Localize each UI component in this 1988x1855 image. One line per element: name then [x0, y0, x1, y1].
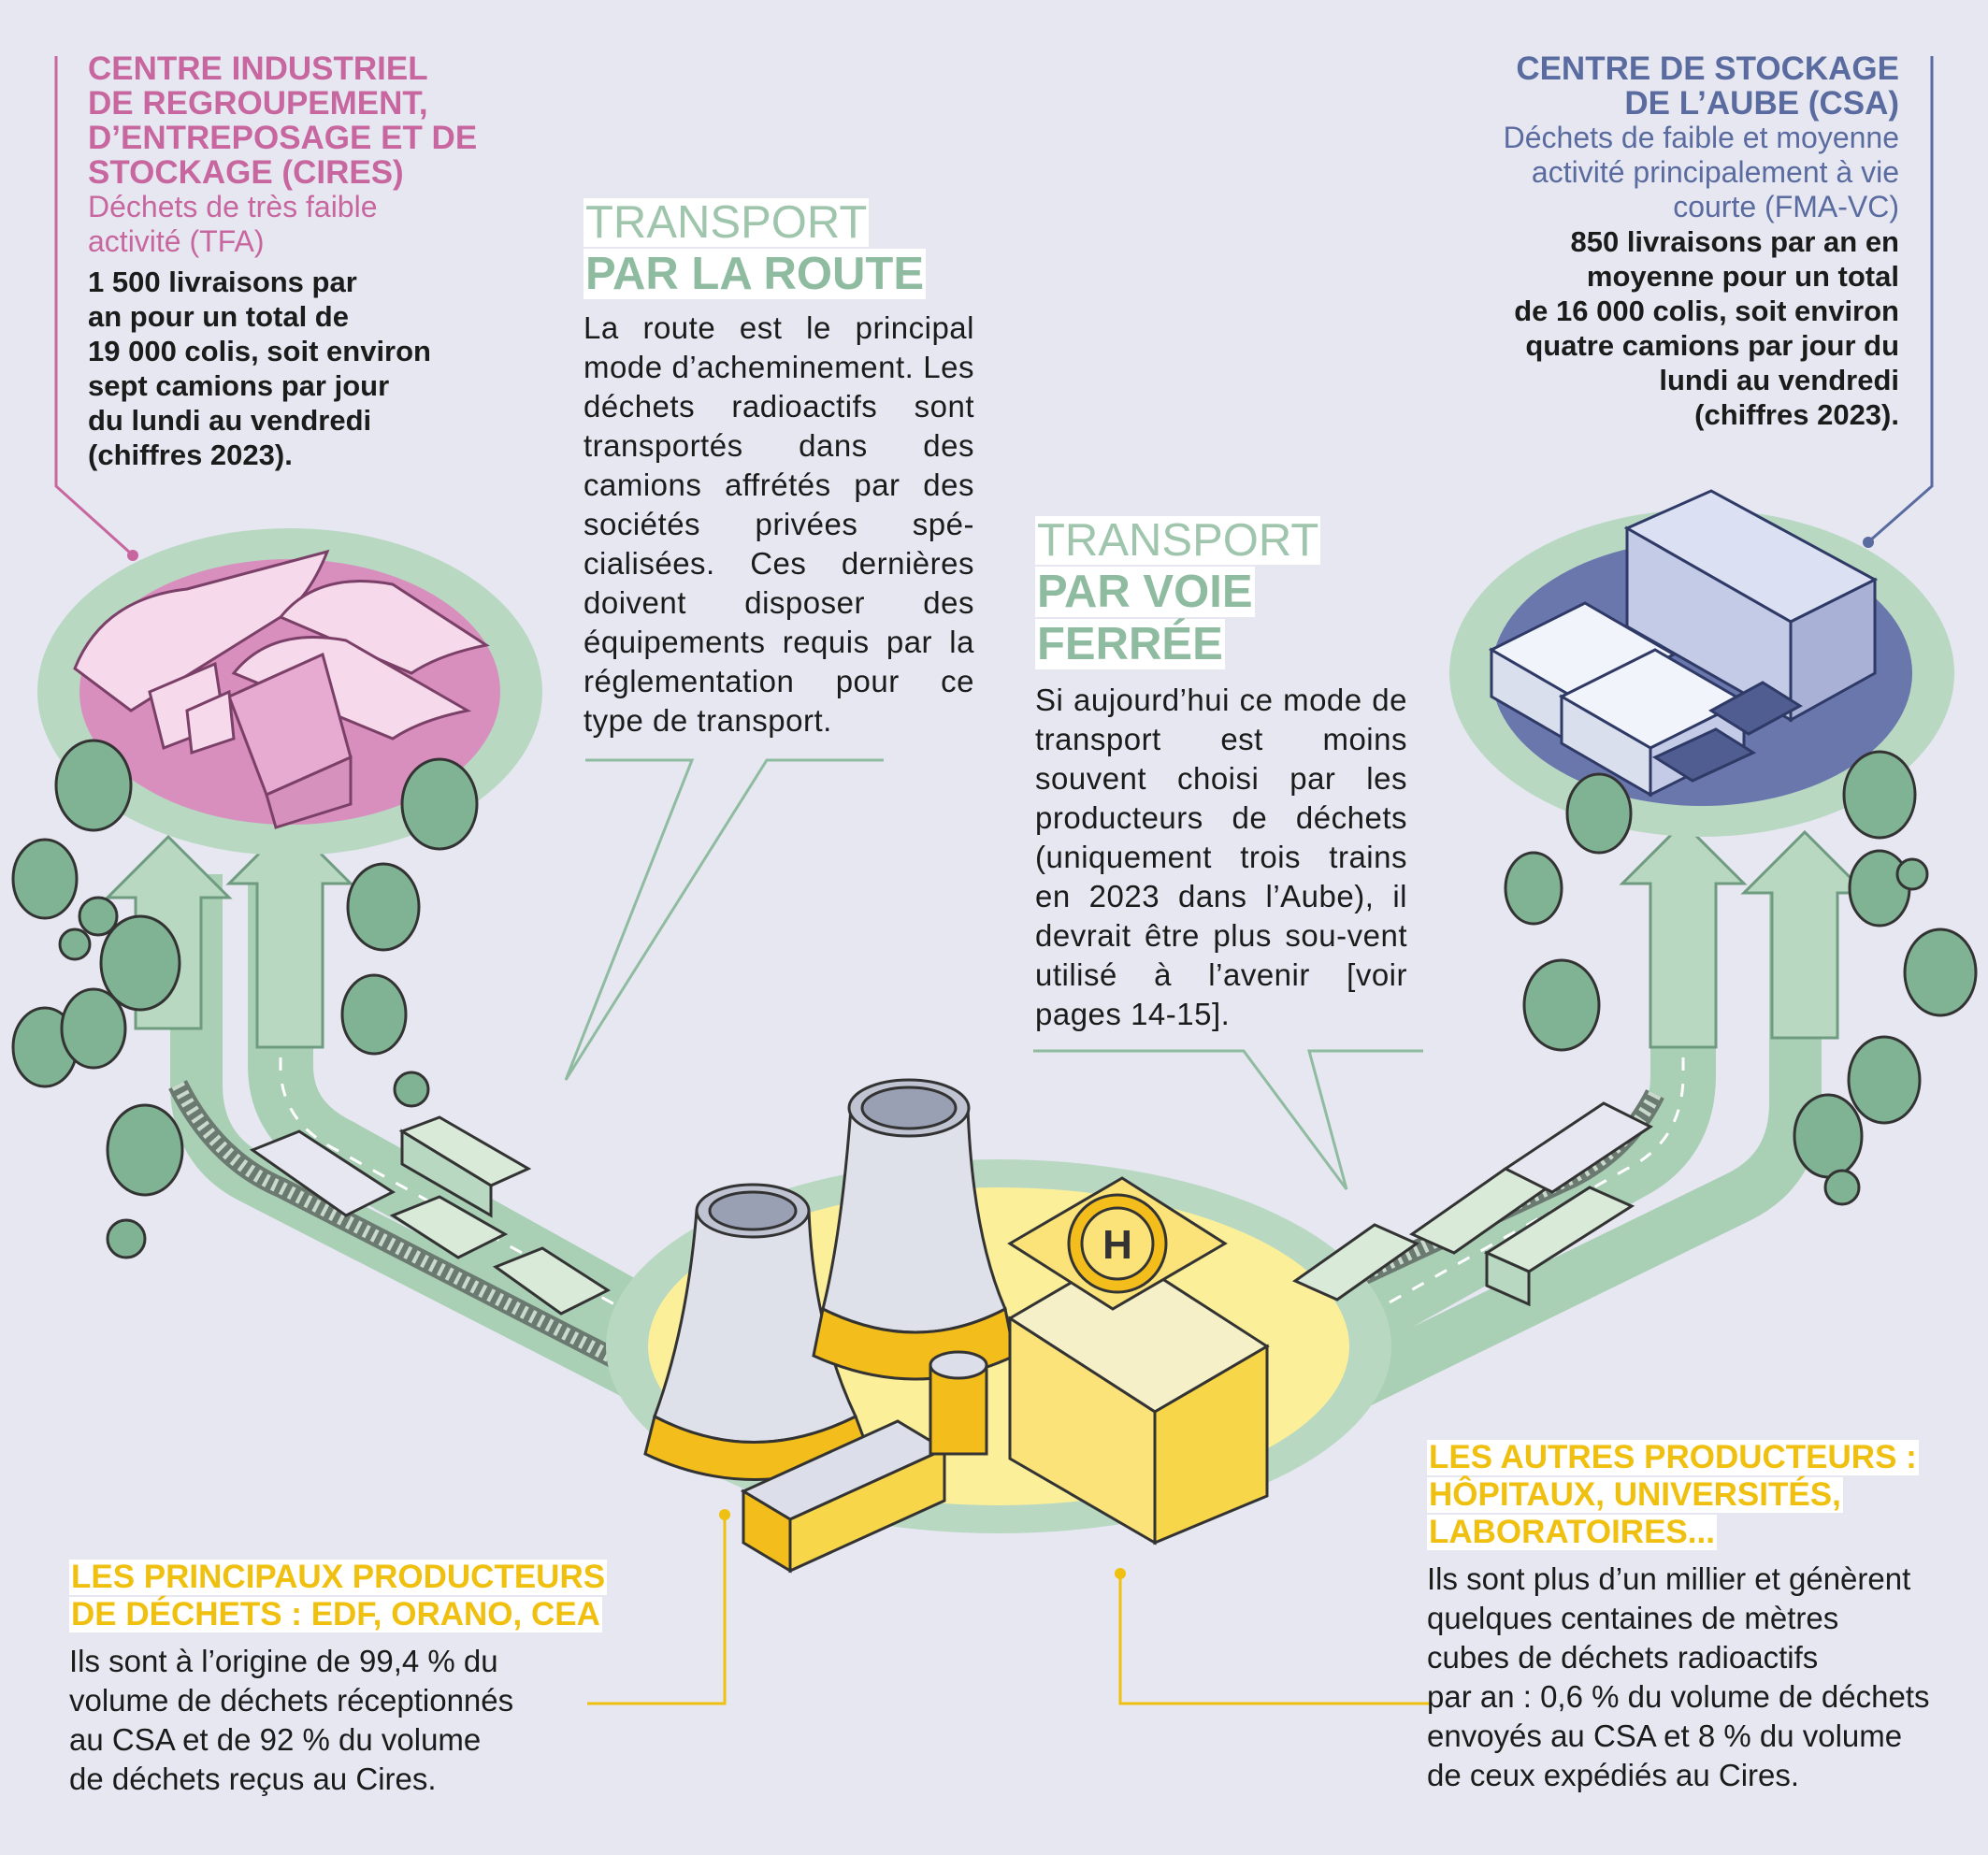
csa-title-line: DE L’AUBE (CSA) [1624, 85, 1899, 122]
csa-stats-line: 850 livraisons par an en [1570, 225, 1899, 258]
right-road-2 [1344, 874, 1822, 1408]
left-rail-ties [171, 1081, 649, 1381]
left-road-dash [279, 874, 674, 1339]
cires-block: CENTRE INDUSTRIEL DE REGROUPEMENT, D’ENT… [88, 51, 518, 472]
right-arrow-1 [1619, 820, 1748, 1049]
other-producers-block: LES AUTRES PRODUCTEURS : HÔPITAUX, UNIVE… [1427, 1440, 1969, 1795]
cires-subtitle-line: Déchets de très faible [88, 190, 378, 223]
csa-subtitle-line: activité principalement à vie [1531, 155, 1899, 189]
cires-stats-line: 19 000 colis, soit environ [88, 335, 431, 367]
road-heading-bold: PAR LA ROUTE [583, 249, 927, 299]
rail-transport-block: TRANSPORT PAR VOIE FERRÉE Si aujourd’hui… [1035, 516, 1407, 1034]
cires-stats-line: 1 500 livraisons par [88, 266, 357, 298]
main-producers-dot [719, 1509, 730, 1520]
left-truck [398, 1115, 532, 1218]
main-producers-text: Ils sont à l’origine de 99,4 % du volume… [69, 1642, 612, 1799]
main-producers-block: LES PRINCIPAUX PRODUCTEURS DE DÉCHETS : … [69, 1560, 612, 1799]
rail-bubble-pointer [1033, 1049, 1423, 1190]
road-description: La route est le principal mode d’achemin… [583, 310, 974, 738]
cires-title-line: CENTRE INDUSTRIEL [88, 50, 428, 87]
cires-title-line: D’ENTREPOSAGE ET DE [88, 120, 478, 156]
svg-text:H: H [1102, 1222, 1132, 1268]
left-arrow-2 [225, 820, 354, 1049]
main-producers-title: DE DÉCHETS : EDF, ORANO, CEA [69, 1596, 602, 1632]
main-producers-line: au CSA et de 92 % du volume [69, 1722, 482, 1757]
cooling-tower-left [643, 1183, 872, 1481]
road-heading-light: TRANSPORT [583, 197, 870, 248]
cires-stats-line: du lundi au vendredi [88, 404, 372, 437]
other-producers-dot [1115, 1568, 1126, 1579]
cires-leader-dot [127, 550, 138, 561]
csa-leader-dot [1863, 537, 1874, 548]
other-producers-line: quelques centaines de mètres [1427, 1601, 1839, 1635]
right-road [1311, 874, 1716, 1366]
other-producers-title: LABORATOIRES... [1427, 1514, 1717, 1550]
cires-stats-line: (chiffres 2023). [88, 439, 293, 471]
csa-subtitle-line: courte (FMA-VC) [1673, 190, 1899, 223]
hospital-building: H [1007, 1176, 1270, 1546]
csa-stats: 850 livraisons par an en moyenne pour un… [1413, 224, 1899, 432]
other-producers-line: Ils sont plus d’un millier et génèrent [1427, 1561, 1911, 1596]
other-producers-leader [1118, 1575, 1431, 1705]
other-producers-line: de ceux expédiés au Cires. [1427, 1758, 1800, 1792]
right-train [1291, 1101, 1653, 1301]
csa-stats-line: de 16 000 colis, soit environ [1514, 295, 1899, 327]
road-bubble-pointer [564, 758, 884, 1081]
rail-heading-bold: FERRÉE [1035, 619, 1225, 669]
cires-title-line: STOCKAGE (CIRES) [88, 154, 404, 191]
cires-title: CENTRE INDUSTRIEL DE REGROUPEMENT, D’ENT… [88, 51, 518, 190]
csa-block: CENTRE DE STOCKAGE DE L’AUBE (CSA) Déche… [1413, 51, 1899, 432]
cires-buildings [73, 549, 490, 829]
rail-heading-light: TRANSPORT [1035, 515, 1321, 566]
csa-stats-line: (chiffres 2023). [1694, 398, 1899, 431]
cires-stats-line: an pour un total de [88, 300, 349, 333]
csa-subtitle-line: Déchets de faible et moyenne [1503, 121, 1899, 154]
csa-title: CENTRE DE STOCKAGE DE L’AUBE (CSA) [1413, 51, 1899, 121]
csa-stats-line: lundi au vendredi [1659, 364, 1899, 396]
road-transport-block: TRANSPORT PAR LA ROUTE La route est le p… [583, 198, 974, 741]
csa-leader-line [1869, 56, 1934, 542]
trees [11, 739, 1978, 1259]
other-producers-text: Ils sont plus d’un millier et génèrent q… [1427, 1560, 1969, 1795]
csa-stats-line: quatre camions par jour du [1525, 329, 1899, 362]
other-producers-title: LES AUTRES PRODUCTEURS : [1427, 1439, 1919, 1475]
other-producers-line: envoyés au CSA et 8 % du volume [1427, 1718, 1903, 1753]
cires-subtitle: Déchets de très faible activité (TFA) [88, 190, 518, 259]
cires-subtitle-line: activité (TFA) [88, 224, 265, 258]
cires-leader-line [54, 56, 133, 555]
other-producers-line: par an : 0,6 % du volume de déchets [1427, 1679, 1930, 1714]
right-truck [1483, 1186, 1635, 1307]
other-producers-line: cubes de déchets radioactifs [1427, 1640, 1819, 1675]
main-producers-line: volume de déchets réceptionnés [69, 1683, 514, 1718]
main-producers-line: Ils sont à l’origine de 99,4 % du [69, 1644, 498, 1678]
reactor-annex-building [740, 1419, 948, 1574]
main-producers-line: de déchets reçus au Cires. [69, 1762, 437, 1796]
cooling-tower-right [812, 1078, 1016, 1381]
right-arrow-2 [1740, 829, 1869, 1040]
main-producers-title: LES PRINCIPAUX PRODUCTEURS [69, 1559, 608, 1595]
rail-description: Si aujourd’hui ce mode de transport est … [1035, 683, 1407, 1031]
csa-buildings [1488, 489, 1879, 798]
cires-stats: 1 500 livraisons par an pour un total de… [88, 265, 518, 472]
rail-heading-bold: PAR VOIE [1035, 567, 1255, 617]
csa-title-line: CENTRE DE STOCKAGE [1516, 50, 1899, 87]
left-train [249, 1129, 612, 1316]
csa-subtitle: Déchets de faible et moyenne activité pr… [1413, 121, 1899, 224]
other-producers-title: HÔPITAUX, UNIVERSITÉS, [1427, 1476, 1843, 1513]
cires-title-line: DE REGROUPEMENT, [88, 85, 428, 122]
cires-stats-line: sept camions par jour [88, 369, 390, 402]
csa-stats-line: moyenne pour un total [1586, 260, 1899, 293]
main-producers-leader [587, 1517, 727, 1705]
storage-tank [929, 1350, 988, 1456]
